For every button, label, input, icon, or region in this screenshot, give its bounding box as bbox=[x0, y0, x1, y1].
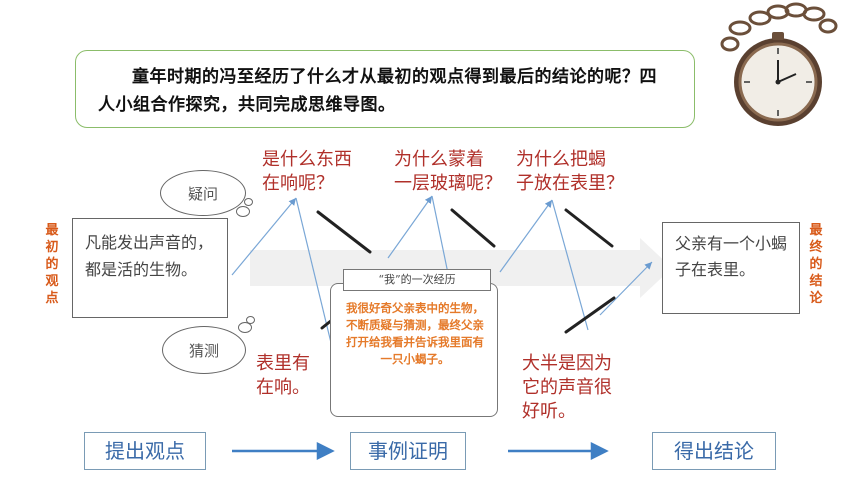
stage-propose-view: 提出观点 bbox=[84, 432, 206, 470]
initial-view-text: 凡能发出声音的，都是活的生物。 bbox=[85, 233, 214, 279]
stage-conclusion: 得出结论 bbox=[652, 432, 776, 470]
initial-view-box: 凡能发出声音的，都是活的生物。 bbox=[72, 218, 228, 318]
stage-evidence: 事例证明 bbox=[350, 432, 466, 470]
doubt-bubble: 疑问 bbox=[160, 170, 246, 216]
prompt-box: 童年时期的冯至经历了什么才从最初的观点得到最后的结论的呢？四人小组合作探究，共同… bbox=[75, 50, 695, 128]
right-side-label: 最终的结论 bbox=[809, 223, 823, 306]
guess-bubble: 猜测 bbox=[162, 326, 246, 374]
final-conclusion-text: 父亲有一个小蝎子在表里。 bbox=[675, 234, 788, 279]
question-1: 是什么东西 在响呢？ bbox=[262, 149, 352, 194]
doubt-bubble-label: 疑问 bbox=[187, 184, 218, 203]
prompt-text: 童年时期的冯至经历了什么才从最初的观点得到最后的结论的呢？四人小组合作探究，共同… bbox=[98, 67, 657, 115]
final-conclusion-box: 父亲有一个小蝎子在表里。 bbox=[662, 222, 800, 314]
bubble-dot bbox=[236, 206, 250, 217]
question-2: 为什么蒙着 一层玻璃呢？ bbox=[394, 149, 502, 194]
bubble-dot bbox=[246, 316, 255, 324]
experience-card-text: 我很好奇父亲表中的生物，不断质疑与猜测，最终父亲打开给我看并告诉我里面有一只小蝎… bbox=[346, 301, 484, 366]
guess-bubble-label: 猜测 bbox=[188, 341, 219, 360]
guess-1: 表里有 在响。 bbox=[256, 353, 310, 398]
question-3: 为什么把蝎 子放在表里？ bbox=[516, 149, 624, 194]
bubble-dot bbox=[238, 322, 252, 333]
bubble-dot bbox=[244, 198, 253, 206]
guess-2: 大半是因为 它的声音很 好听。 bbox=[522, 353, 612, 422]
left-side-label: 最初的观点 bbox=[45, 223, 59, 306]
pocket-watch-icon bbox=[720, 2, 838, 126]
experience-card-title: “我”的一次经历 bbox=[343, 269, 491, 291]
experience-card bbox=[330, 283, 498, 417]
